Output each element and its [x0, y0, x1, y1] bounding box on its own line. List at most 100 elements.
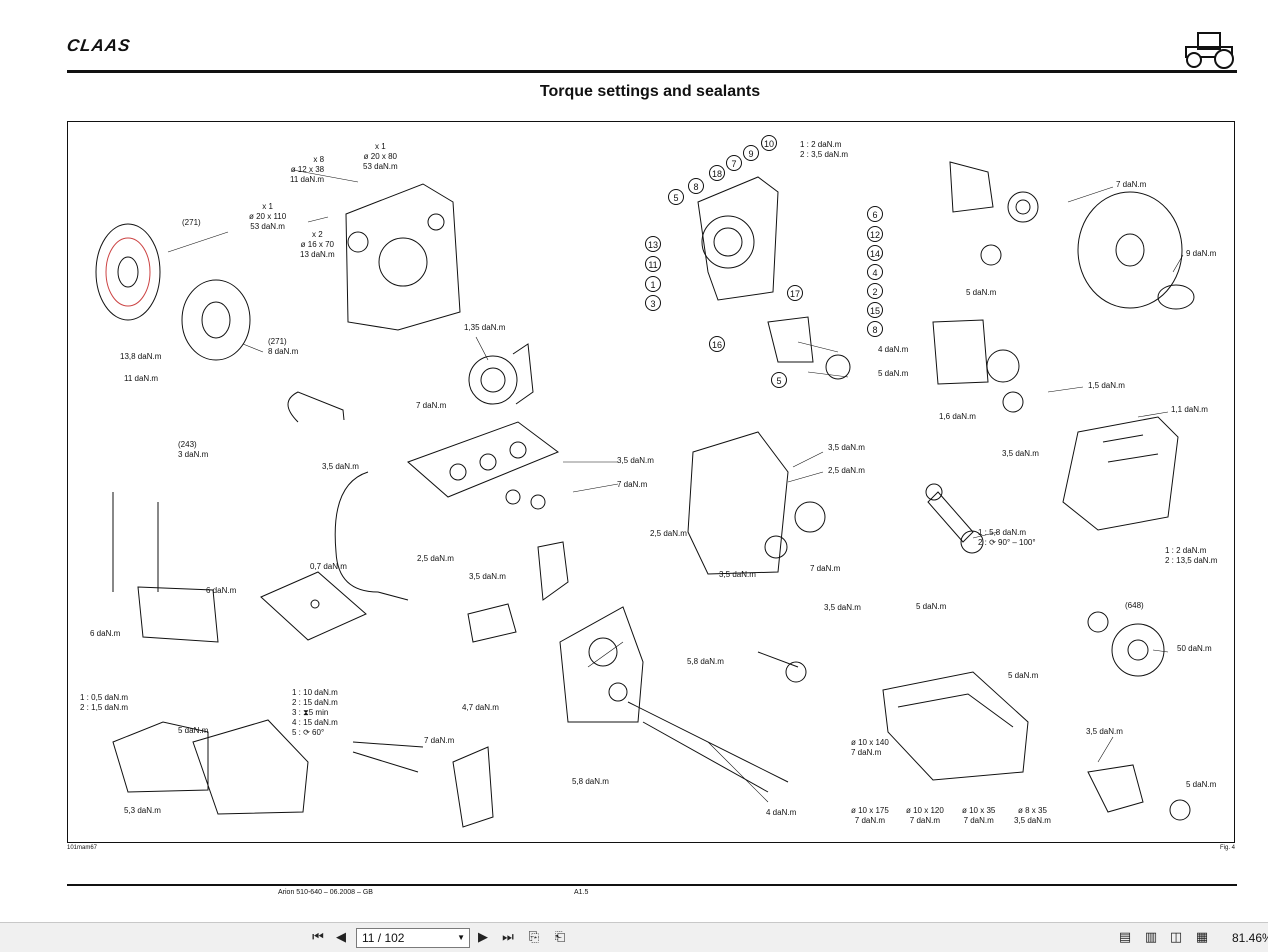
- torque-label: 7 daN.m: [617, 480, 648, 489]
- torque-label: 9 daN.m: [1186, 249, 1217, 258]
- torque-label: 7 daN.m: [1116, 180, 1147, 189]
- callout-number: 3: [645, 295, 661, 311]
- torque-label: 1,1 daN.m: [1171, 405, 1208, 414]
- torque-label: 5 daN.m: [1008, 671, 1039, 680]
- exploded-diagram: x 1 ø 20 x 80 53 daN.m x 8 ø 12 x 38 11 …: [67, 121, 1235, 843]
- torque-label: x 1 ø 20 x 80 53 daN.m: [363, 142, 398, 171]
- callout-number: 9: [743, 145, 759, 161]
- pdf-viewer-toolbar: ⏮ ◀ 11 / 102 ▼ ▶ ⏭ ⎘ ⎗ ▤ ▥ ◫ ▦ 81.46%: [0, 922, 1268, 952]
- torque-label: 7 daN.m: [424, 736, 455, 745]
- torque-label: 1 : 2 daN.m 2 : 3,5 daN.m: [800, 140, 849, 159]
- torque-label: ø 8 x 35 3,5 daN.m: [1014, 806, 1051, 825]
- torque-label: 3,5 daN.m: [719, 570, 756, 579]
- torque-label: 5 daN.m: [178, 726, 209, 735]
- callout-number: 8: [688, 178, 704, 194]
- torque-label: 1 : 2 daN.m 2 : 13,5 daN.m: [1165, 546, 1218, 565]
- torque-label: 1 : 5,8 daN.m 2 : ⟳ 90° – 100°: [978, 528, 1036, 547]
- footer-document-ref: Arion 510-640 – 06.2008 – GB: [278, 889, 373, 896]
- torque-label: 11 daN.m: [124, 374, 159, 383]
- callout-number: 12: [867, 226, 883, 242]
- callout-number: 10: [761, 135, 777, 151]
- callout-number: 16: [709, 336, 725, 352]
- torque-label: 5 daN.m: [966, 288, 997, 297]
- callout-number: 13: [645, 236, 661, 252]
- first-page-icon[interactable]: ⏮: [312, 930, 324, 945]
- figure-id: 101mam67: [67, 845, 98, 851]
- torque-label: 3,5 daN.m: [469, 572, 506, 581]
- torque-label: 3,5 daN.m: [617, 456, 654, 465]
- torque-label: x 2 ø 16 x 70 13 daN.m: [300, 230, 335, 259]
- callout-number: 4: [867, 264, 883, 280]
- next-page-icon[interactable]: ▶: [478, 930, 488, 945]
- header-rule: [67, 70, 1237, 73]
- torque-label: ø 10 x 120 7 daN.m: [906, 806, 944, 825]
- torque-label: 4 daN.m: [766, 808, 797, 817]
- torque-label: 1,5 daN.m: [1088, 381, 1125, 390]
- torque-label: 4 daN.m: [878, 345, 909, 354]
- torque-label: 3,5 daN.m: [828, 443, 865, 452]
- torque-label: 1,6 daN.m: [939, 412, 976, 421]
- last-page-icon[interactable]: ⏭: [502, 930, 514, 945]
- torque-label: 6 daN.m: [206, 586, 237, 595]
- torque-label: 2,5 daN.m: [828, 466, 865, 475]
- footer-section-ref: A1.5: [574, 889, 589, 896]
- callout-number: 8: [867, 321, 883, 337]
- sealant-label: (271): [182, 218, 201, 227]
- torque-label: 5,8 daN.m: [572, 777, 609, 786]
- zoom-level[interactable]: 81.46%: [1232, 931, 1268, 945]
- torque-label: 3,5 daN.m: [1002, 449, 1039, 458]
- torque-label: ø 10 x 35 7 daN.m: [962, 806, 996, 825]
- torque-label: ø 10 x 140 7 daN.m: [851, 738, 889, 757]
- torque-label: 0,7 daN.m: [310, 562, 347, 571]
- previous-view-icon[interactable]: ⎘: [528, 930, 540, 945]
- figure-number: Fig. 4: [1220, 845, 1236, 851]
- sealant-label: (648): [1125, 601, 1144, 610]
- callout-number: 11: [645, 256, 661, 272]
- torque-label: 13,8 daN.m: [120, 352, 162, 361]
- callout-number: 14: [867, 245, 883, 261]
- callout-number: 5: [668, 189, 684, 205]
- callout-number: 1: [645, 276, 661, 292]
- pdf-page: CLAAS Torque settings and sealants: [65, 32, 1237, 896]
- callout-number: 5: [771, 372, 787, 388]
- callout-number: 18: [709, 165, 725, 181]
- torque-label: 5 daN.m: [878, 369, 909, 378]
- page-number-input[interactable]: 11 / 102 ▼: [356, 928, 470, 948]
- facing-view-icon[interactable]: ◫: [1169, 930, 1183, 945]
- tractor-icon: [1185, 32, 1234, 69]
- torque-label: (243) 3 daN.m: [178, 440, 209, 459]
- next-view-icon[interactable]: ⎗: [554, 930, 566, 945]
- callout-number: 17: [787, 285, 803, 301]
- torque-label: 3,5 daN.m: [1086, 727, 1123, 736]
- torque-sequence-label: 1 : 10 daN.m 2 : 15 daN.m 3 : ⧗5 min 4 :…: [292, 688, 338, 737]
- torque-label: 3,5 daN.m: [322, 462, 359, 471]
- callout-number: 6: [867, 206, 883, 222]
- torque-label: 7 daN.m: [810, 564, 841, 573]
- single-page-view-icon[interactable]: ▤: [1118, 930, 1132, 945]
- torque-label: x 8 ø 12 x 38 11 daN.m: [290, 155, 325, 184]
- callout-number: 2: [867, 283, 883, 299]
- footer-rule: [67, 884, 1237, 886]
- torque-label: 3,5 daN.m: [824, 603, 861, 612]
- torque-label: 50 daN.m: [1177, 644, 1212, 653]
- page-title: Torque settings and sealants: [539, 83, 761, 100]
- torque-label: 1,35 daN.m: [464, 323, 506, 332]
- torque-label: 5 daN.m: [1186, 780, 1217, 789]
- torque-label: 1 : 0,5 daN.m 2 : 1,5 daN.m: [80, 693, 129, 712]
- torque-label: 4,7 daN.m: [462, 703, 499, 712]
- engine-parts-drawing: [95, 161, 1195, 828]
- callout-number: 15: [867, 302, 883, 318]
- chevron-down-icon[interactable]: ▼: [457, 933, 465, 942]
- torque-label: 5,3 daN.m: [124, 806, 161, 815]
- claas-logo: CLAAS: [65, 36, 132, 55]
- page-indicator-text: 11 / 102: [362, 931, 405, 945]
- torque-label: 7 daN.m: [416, 401, 447, 410]
- continuous-facing-view-icon[interactable]: ▦: [1195, 930, 1209, 945]
- callout-number: 7: [726, 155, 742, 171]
- previous-page-icon[interactable]: ◀: [336, 930, 346, 945]
- torque-label: 5,8 daN.m: [687, 657, 724, 666]
- torque-label: 6 daN.m: [90, 629, 121, 638]
- torque-label: 2,5 daN.m: [650, 529, 687, 538]
- torque-label: 5 daN.m: [916, 602, 947, 611]
- continuous-view-icon[interactable]: ▥: [1144, 930, 1158, 945]
